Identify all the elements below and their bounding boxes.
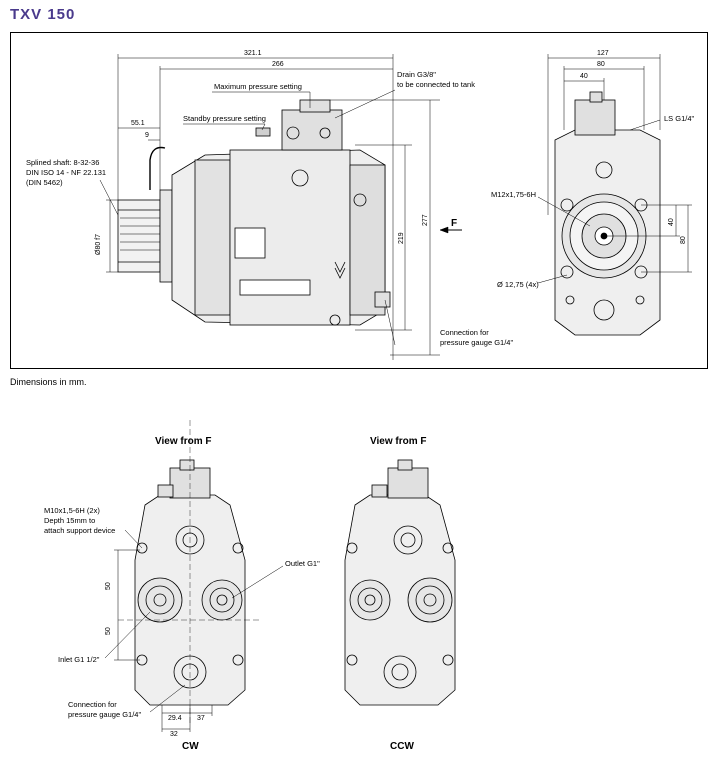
dim-40-top: 40: [580, 73, 588, 80]
dim-shaft-diameter: Ø80 f7: [95, 234, 102, 255]
view-cw: [118, 420, 260, 725]
header-view-ccw: View from F: [370, 436, 427, 447]
dim-80-top: 80: [597, 61, 605, 68]
label-shaft-2: DIN ISO 14 - NF 22.131: [26, 168, 106, 177]
label-gauge-bottom-2: pressure gauge G1/4": [68, 710, 141, 719]
label-m10-2: Depth 15mm to: [44, 516, 95, 525]
dim-29: 29.4: [168, 715, 182, 722]
dim-266: 266: [272, 61, 284, 68]
page-title: TXV 150: [10, 6, 76, 23]
label-max-pressure: Maximum pressure setting: [214, 82, 302, 91]
label-m10-3: attach support device: [44, 526, 115, 535]
dim-321: 321.1: [244, 50, 262, 57]
dim-219: 219: [398, 232, 405, 244]
view-ccw: [344, 459, 456, 706]
dim-37: 37: [197, 715, 205, 722]
dim-50-b: 50: [105, 627, 112, 635]
label-shaft-3: (DIN 5462): [26, 178, 63, 187]
view-cw-dimensions: [104, 529, 284, 732]
label-gauge-1: Connection for: [440, 328, 489, 337]
side-view-dimensions: [99, 54, 462, 360]
label-inlet: Inlet G1 1/2": [58, 655, 100, 664]
footer-cw: CW: [182, 741, 199, 752]
label-shaft-1: Splined shaft: 8-32-36: [26, 158, 99, 167]
label-m10-1: M10x1,5-6H (2x): [44, 506, 100, 515]
front-view-dimensions: [537, 54, 692, 284]
label-standby: Standby pressure setting: [183, 114, 266, 123]
label-force: F: [451, 218, 457, 229]
side-view: [117, 99, 391, 326]
dim-80-side: 80: [680, 236, 687, 244]
dim-277: 277: [422, 214, 429, 226]
label-ls: LS G1/4": [664, 114, 695, 123]
label-outlet: Outlet G1": [285, 559, 320, 568]
dim-55: 55.1: [131, 120, 145, 127]
label-gauge-2: pressure gauge G1/4": [440, 338, 513, 347]
dim-50-a: 50: [105, 582, 112, 590]
main-drawing-frame: [10, 32, 708, 369]
dim-32: 32: [170, 731, 178, 738]
label-gauge-bottom-1: Connection for: [68, 700, 117, 709]
label-drain-1: Drain G3/8": [397, 70, 436, 79]
header-view-cw: View from F: [155, 436, 212, 447]
dim-40-side: 40: [668, 218, 675, 226]
label-m12: M12x1,75-6H: [491, 190, 536, 199]
footer-ccw: CCW: [390, 741, 414, 752]
dimensions-caption: Dimensions in mm.: [10, 377, 87, 387]
dim-9: 9: [145, 132, 149, 139]
dim-127: 127: [597, 50, 609, 57]
label-drain-2: to be connected to tank: [397, 80, 475, 89]
label-holes: Ø 12,75 (4x): [497, 280, 539, 289]
